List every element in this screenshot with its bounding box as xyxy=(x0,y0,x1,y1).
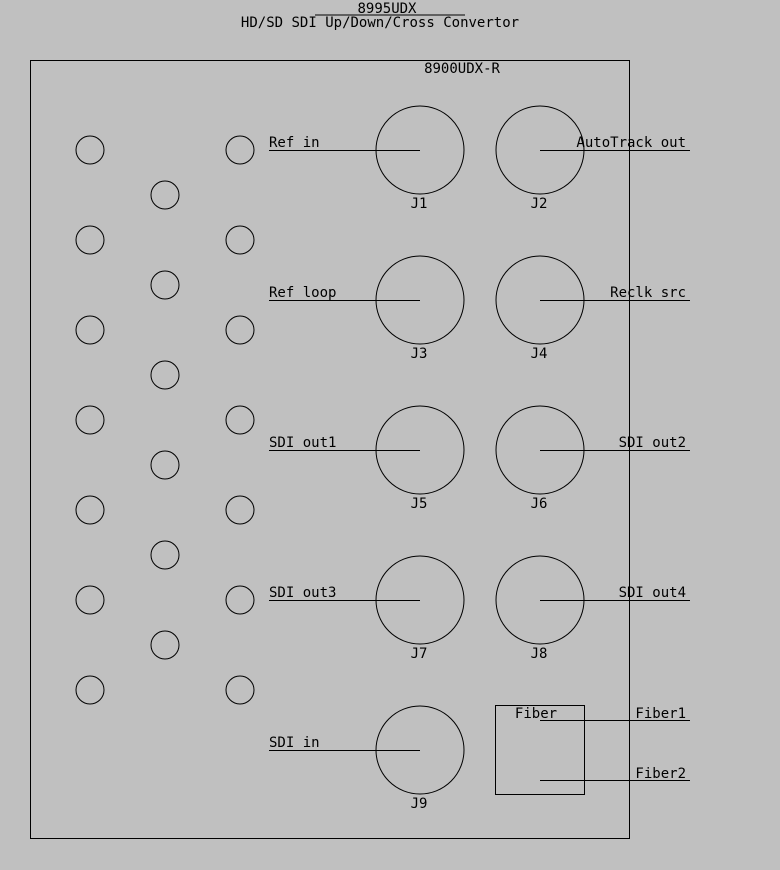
connector-j6: J6 SDI_out2 xyxy=(495,405,690,512)
mounting-hole xyxy=(75,585,105,615)
connector-j5: J5 SDI_out1 xyxy=(269,405,465,512)
mounting-hole xyxy=(225,495,255,525)
mounting-hole xyxy=(225,585,255,615)
mounting-hole xyxy=(225,675,255,705)
fiber1-label: Fiber1 xyxy=(635,706,686,722)
mounting-hole xyxy=(75,405,105,435)
mounting-hole xyxy=(150,540,180,570)
mounting-hole xyxy=(75,135,105,165)
mounting-hole xyxy=(150,270,180,300)
connector-id: J4 xyxy=(531,346,548,362)
mounting-hole xyxy=(150,450,180,480)
connector-j4: J4 Reclk_src xyxy=(495,255,690,362)
connector-id: J1 xyxy=(411,196,428,212)
signal-label: AutoTrack_out xyxy=(576,135,686,151)
connector-id: J9 xyxy=(411,796,428,812)
connector-j7: J7 SDI_out3 xyxy=(269,555,465,662)
mounting-hole xyxy=(75,495,105,525)
mounting-hole xyxy=(150,630,180,660)
signal-label: SDI_out4 xyxy=(619,585,686,601)
signal-label: Ref_in xyxy=(269,135,320,151)
signal-label: SDI_out3 xyxy=(269,585,336,601)
signal-label: Reclk_src xyxy=(610,285,686,301)
panel-outline xyxy=(30,60,630,839)
model-title: 8995UDX xyxy=(357,1,417,17)
connector-j8: J8 SDI_out4 xyxy=(495,555,690,662)
signal-label: SDI_out1 xyxy=(269,435,336,451)
connector-j3: J3 Ref_loop xyxy=(269,255,465,362)
connector-j9: J9 SDI_in xyxy=(269,705,465,812)
fiber-module: Fiber Fiber1 Fiber2 xyxy=(495,705,690,795)
panel-name: 8900UDX-R xyxy=(424,61,500,77)
mounting-hole xyxy=(225,405,255,435)
connector-id: J6 xyxy=(531,496,548,512)
mounting-hole xyxy=(150,180,180,210)
signal-label: SDI_out2 xyxy=(619,435,686,451)
mounting-hole xyxy=(225,315,255,345)
connector-id: J2 xyxy=(531,196,548,212)
mounting-hole xyxy=(75,675,105,705)
mounting-hole xyxy=(75,225,105,255)
connector-id: J8 xyxy=(531,646,548,662)
signal-label: SDI_in xyxy=(269,735,320,751)
subtitle: HD/SD SDI Up/Down/Cross Convertor xyxy=(241,15,519,31)
fiber-label: Fiber xyxy=(515,706,557,722)
signal-label: Ref_loop xyxy=(269,285,336,301)
connector-id: J3 xyxy=(411,346,428,362)
connector-j2: J2 AutoTrack_out xyxy=(495,105,690,212)
fiber-box xyxy=(495,705,585,795)
mounting-hole xyxy=(225,225,255,255)
fiber2-label: Fiber2 xyxy=(635,766,686,782)
mounting-hole xyxy=(225,135,255,165)
mounting-hole xyxy=(75,315,105,345)
connector-j1: J1 Ref_in xyxy=(269,105,465,212)
mounting-hole xyxy=(150,360,180,390)
connector-id: J7 xyxy=(411,646,428,662)
connector-id: J5 xyxy=(411,496,428,512)
